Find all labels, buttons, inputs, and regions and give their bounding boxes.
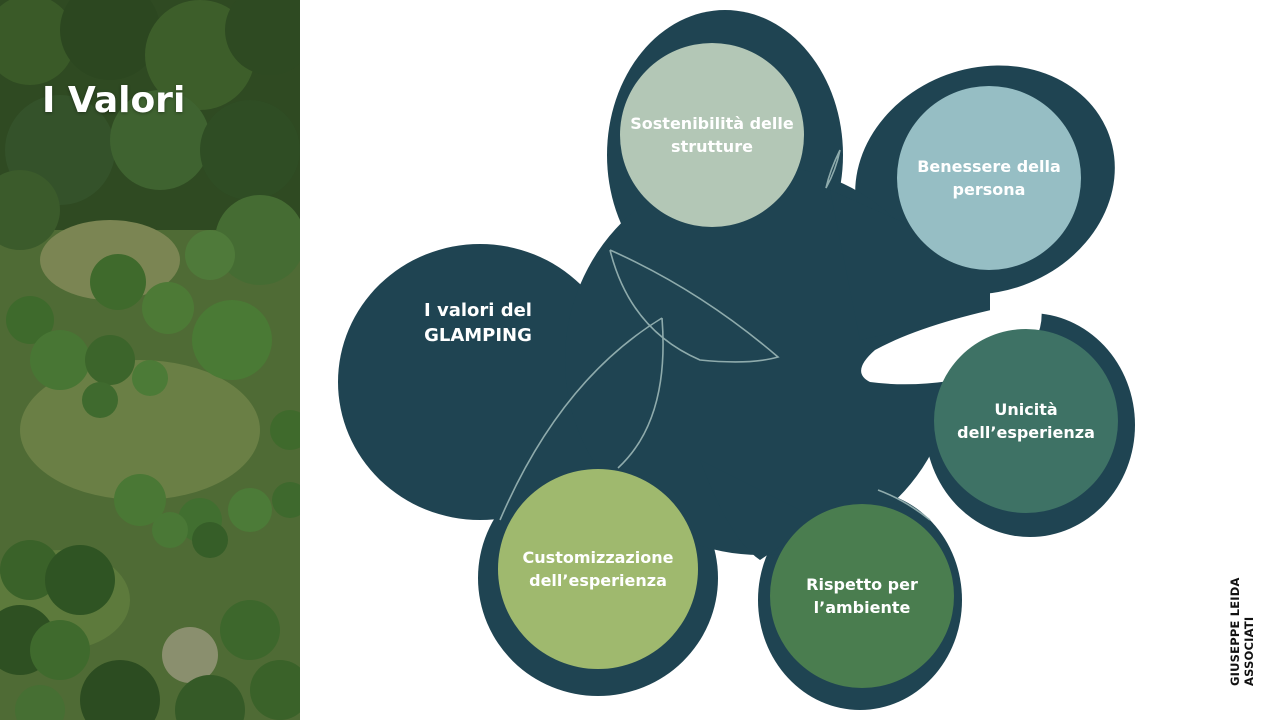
center-label-line2: GLAMPING <box>424 325 532 346</box>
label-customizzazione: Customizzazione dell’esperienza <box>498 539 698 599</box>
circle-unicita <box>934 329 1118 513</box>
circle-sostenibilita <box>620 43 804 227</box>
center-label-line1: I valori del <box>424 300 532 321</box>
label-rispetto-line1: Rispetto per <box>806 575 918 594</box>
circle-rispetto <box>770 504 954 688</box>
circle-benessere <box>897 86 1081 270</box>
label-rispetto-line2: l’ambiente <box>813 598 911 617</box>
circle-customizzazione <box>498 469 698 669</box>
label-sostenibilita: Sostenibilità delle strutture <box>620 105 804 165</box>
page-title: I Valori <box>42 80 186 121</box>
label-benessere: Benessere della persona <box>897 148 1081 208</box>
label-benessere-line2: persona <box>952 180 1026 199</box>
label-rispetto: Rispetto per l’ambiente <box>770 566 954 626</box>
label-sostenibilita-line1: Sostenibilità delle <box>630 114 794 133</box>
brand-logo: GIUSEPPE LEIDA ASSOCIATI <box>1228 568 1260 686</box>
label-unicita-line2: dell’esperienza <box>957 423 1095 442</box>
brand-line2: ASSOCIATI <box>1242 616 1256 686</box>
forest-aerial-image <box>0 0 300 720</box>
label-customizzazione-line2: dell’esperienza <box>529 571 667 590</box>
decorative-lines <box>499 149 931 521</box>
label-customizzazione-line1: Customizzazione <box>522 548 674 567</box>
forest-photo-panel: I Valori <box>0 0 300 720</box>
label-sostenibilita-line2: strutture <box>671 137 753 156</box>
center-label: I valori del GLAMPING <box>378 298 578 348</box>
brand-line1: GIUSEPPE LEIDA <box>1228 577 1242 686</box>
label-unicita: Unicità dell’esperienza <box>934 391 1118 451</box>
label-unicita-line1: Unicità <box>994 400 1058 419</box>
label-benessere-line1: Benessere della <box>917 157 1061 176</box>
